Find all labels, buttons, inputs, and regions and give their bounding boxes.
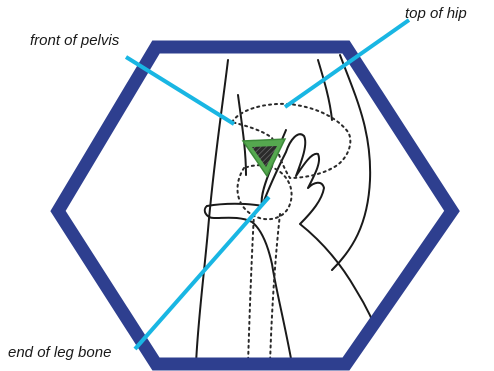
femur-shaft-left-dotted xyxy=(248,214,254,364)
inner-thigh-outline xyxy=(238,95,246,175)
pointer-top-of-hip xyxy=(285,20,409,107)
femur-shaft-right-dotted xyxy=(270,214,280,364)
top-of-hip-label: top of hip xyxy=(405,6,467,21)
end-of-leg-bone-label: end of leg bone xyxy=(8,345,111,360)
pointer-end-of-leg-bone xyxy=(135,197,269,349)
body-illustration xyxy=(196,55,380,364)
upper-right-outline xyxy=(318,60,332,120)
front-of-pelvis-label: front of pelvis xyxy=(30,33,119,48)
pointer-front-of-pelvis xyxy=(126,57,234,124)
